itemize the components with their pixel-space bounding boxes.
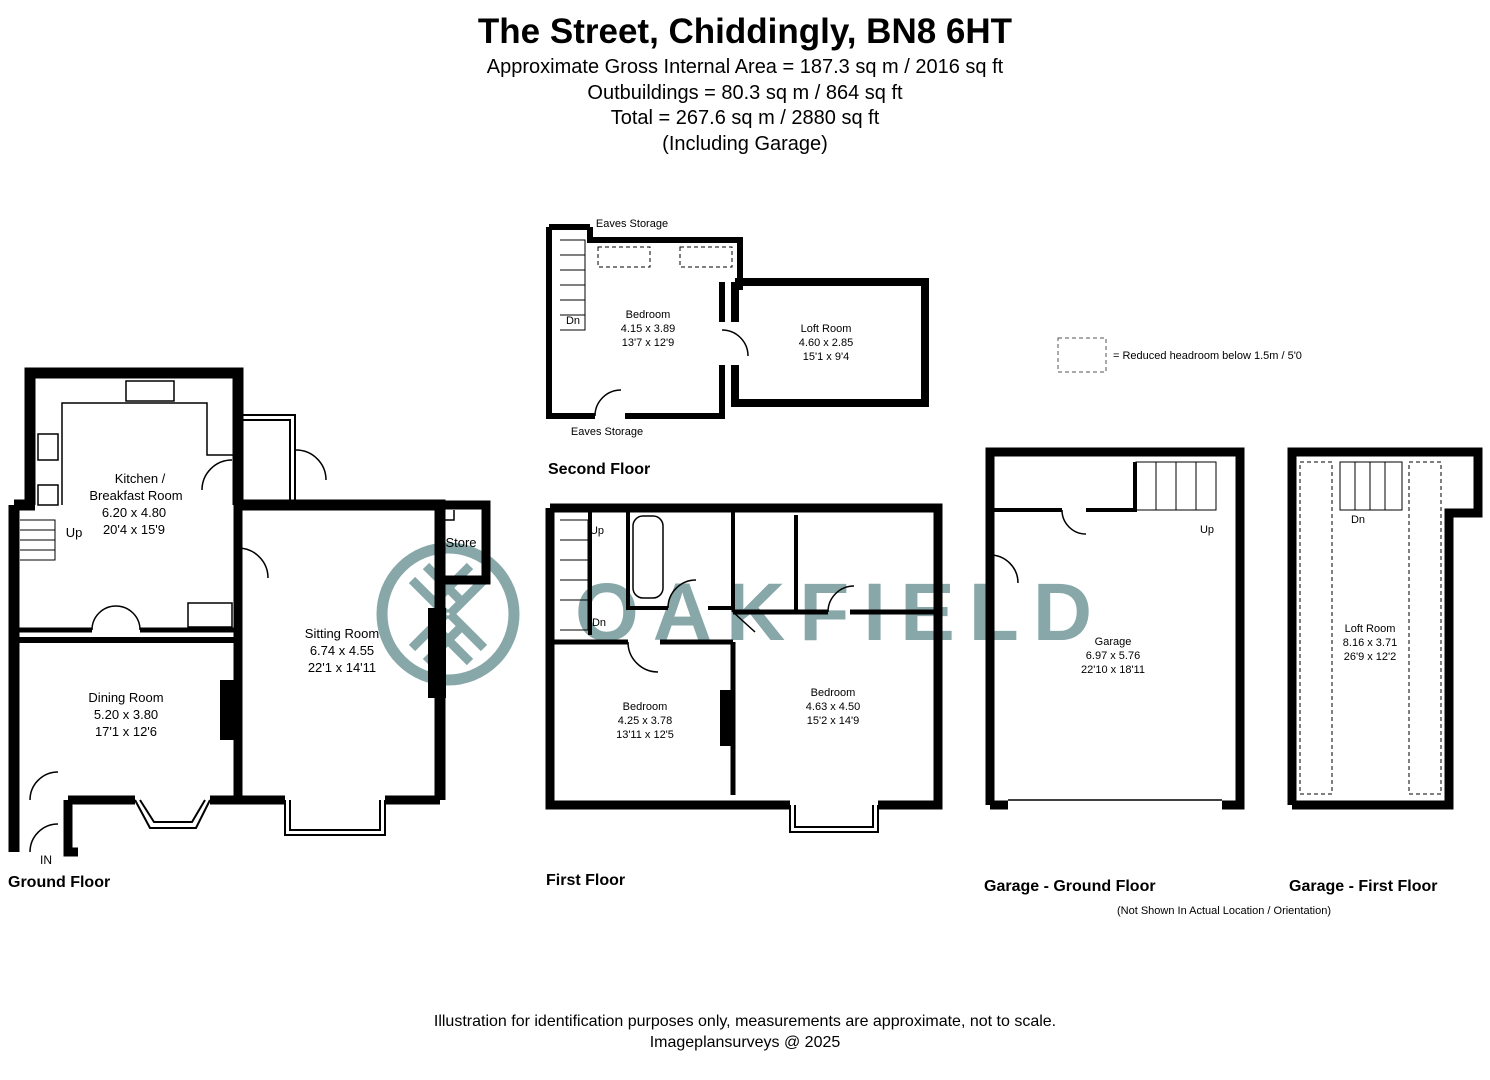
garage-first-floor-label: Garage - First Floor [1289,878,1437,895]
second-floor-label: Second Floor [548,461,650,478]
ground-up-label: Up [66,525,83,540]
first-bedroom-a-name: Bedroom [623,701,668,713]
dining-metric: 5.20 x 3.80 [94,707,158,722]
kitchen-name: Kitchen / [115,471,166,486]
second-loft-name: Loft Room [801,323,852,335]
dining-imperial: 17'1 x 12'6 [95,724,157,739]
kitchen-metric: 6.20 x 4.80 [102,505,166,520]
eaves-storage-top: Eaves Storage [596,218,668,230]
entrance-label: IN [40,853,52,867]
kitchen-imperial: 20'4 x 15'9 [103,522,165,537]
garage-first-dn-label: Dn [1351,514,1365,526]
ground-floor-label: Ground Floor [8,874,110,891]
first-floor-plan [545,503,943,833]
oakfield-logo-icon [376,542,520,686]
reduced-headroom-swatch [1057,337,1107,373]
second-bedroom-name: Bedroom [626,309,671,321]
legend-text: = Reduced headroom below 1.5m / 5'0 [1113,350,1302,362]
garage-metric: 6.97 x 5.76 [1086,650,1140,662]
second-bedroom-metric: 4.15 x 3.89 [621,323,675,335]
disclaimer: Illustration for identification purposes… [433,1013,1057,1030]
ground-floor-plan [8,367,491,857]
garage-imperial: 22'10 x 18'11 [1081,664,1145,676]
dining-name: Dining Room [88,690,163,705]
garage-loft-imperial: 26'9 x 12'2 [1344,651,1397,663]
first-bedroom-b-metric: 4.63 x 4.50 [806,701,860,713]
second-floor-plan [546,224,929,419]
first-bedroom-b-name: Bedroom [811,687,856,699]
garage-loft-name: Loft Room [1345,623,1396,635]
page-title: The Street, Chiddingly, BN8 6HT [477,12,1013,51]
sitting-imperial: 22'1 x 14'11 [308,660,376,675]
garage-ground-floor-plan [985,447,1245,810]
sitting-metric: 6.74 x 4.55 [310,643,374,658]
first-bedroom-a-imperial: 13'11 x 12'5 [616,729,674,741]
gross-internal-area: Approximate Gross Internal Area = 187.3 … [486,56,1004,78]
first-up-label: Up [590,525,604,537]
second-loft-metric: 4.60 x 2.85 [799,337,853,349]
sitting-name: Sitting Room [305,626,379,641]
garage-first-floor-plan [1287,447,1483,810]
first-dn-label: Dn [592,617,606,629]
first-bedroom-b-imperial: 15'2 x 14'9 [807,715,860,727]
garage-name: Garage [1095,636,1132,648]
first-floor-label: First Floor [546,872,625,889]
store-label: Store [445,535,476,550]
copyright: Imageplansurveys @ 2025 [649,1034,841,1051]
watermark-text: OAKFIELD [575,567,1106,658]
second-bedroom-imperial: 13'7 x 12'9 [622,337,675,349]
second-dn-label: Dn [566,315,580,327]
second-loft-imperial: 15'1 x 9'4 [803,351,849,363]
garage-ground-floor-label: Garage - Ground Floor [984,878,1156,895]
first-bedroom-a-metric: 4.25 x 3.78 [618,715,672,727]
eaves-storage-bottom: Eaves Storage [571,426,643,438]
garage-up-label: Up [1200,524,1214,536]
garage-loft-metric: 8.16 x 3.71 [1343,637,1397,649]
orientation-note: (Not Shown In Actual Location / Orientat… [1117,905,1331,917]
total-area: Total = 267.6 sq m / 2880 sq ft [610,107,880,129]
area-note: (Including Garage) [662,133,828,155]
kitchen-name-2: Breakfast Room [89,488,182,503]
outbuildings-area: Outbuildings = 80.3 sq m / 864 sq ft [587,82,903,104]
